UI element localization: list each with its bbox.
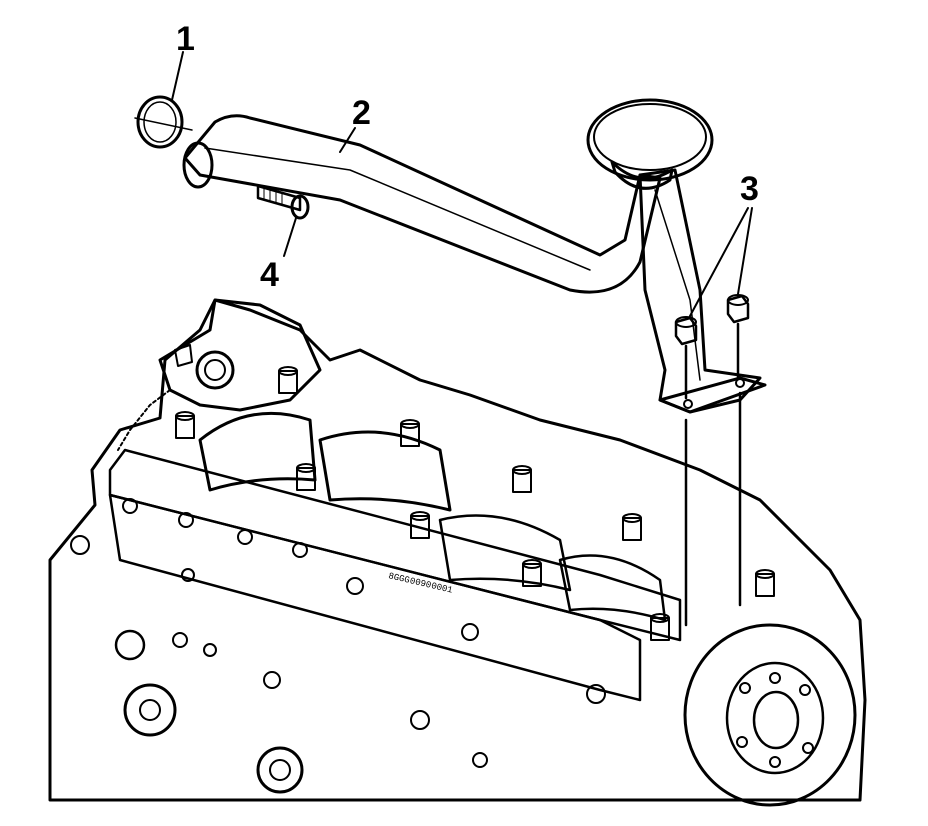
leader-line-1	[171, 51, 184, 101]
pickup-tube-bolt	[256, 184, 310, 220]
bracket-nut-right	[726, 294, 750, 324]
deck-rail	[108, 448, 682, 642]
casting-mark-1: 8GGG	[387, 571, 410, 586]
leader-lines	[171, 51, 753, 317]
casting-marks: 8GGG 0090 0001	[387, 571, 453, 596]
bracket-nut-left	[674, 316, 698, 346]
main-bearing-bolts	[175, 366, 775, 641]
oil-pump-screen-pickup-tube	[182, 98, 767, 414]
alignment-lines	[684, 322, 742, 627]
rail-holes	[122, 498, 606, 704]
leader-line-3a	[689, 207, 749, 317]
rail-face	[108, 493, 642, 702]
pickup-tube-o-ring	[134, 95, 193, 149]
casting-mark-3: 0001	[430, 581, 453, 596]
rear-crank-flange	[683, 623, 857, 807]
engine-block-silhouette	[48, 298, 867, 802]
leader-line-3b	[737, 207, 753, 295]
engine-block: 8GGG 0090 0001	[48, 298, 867, 807]
leader-line-2	[339, 127, 356, 153]
leader-line-4	[283, 217, 297, 257]
crankshaft	[198, 411, 667, 622]
casting-mark-2: 0090	[409, 576, 432, 591]
callout-4: 4	[260, 256, 279, 294]
bracket-nuts	[674, 294, 750, 346]
block-lower-details	[70, 535, 488, 794]
oil-pump	[117, 298, 322, 451]
callout-2: 2	[352, 94, 371, 132]
callout-1: 1	[176, 20, 195, 58]
callouts: 1 2 3 4	[176, 20, 759, 294]
callout-3: 3	[740, 170, 759, 208]
